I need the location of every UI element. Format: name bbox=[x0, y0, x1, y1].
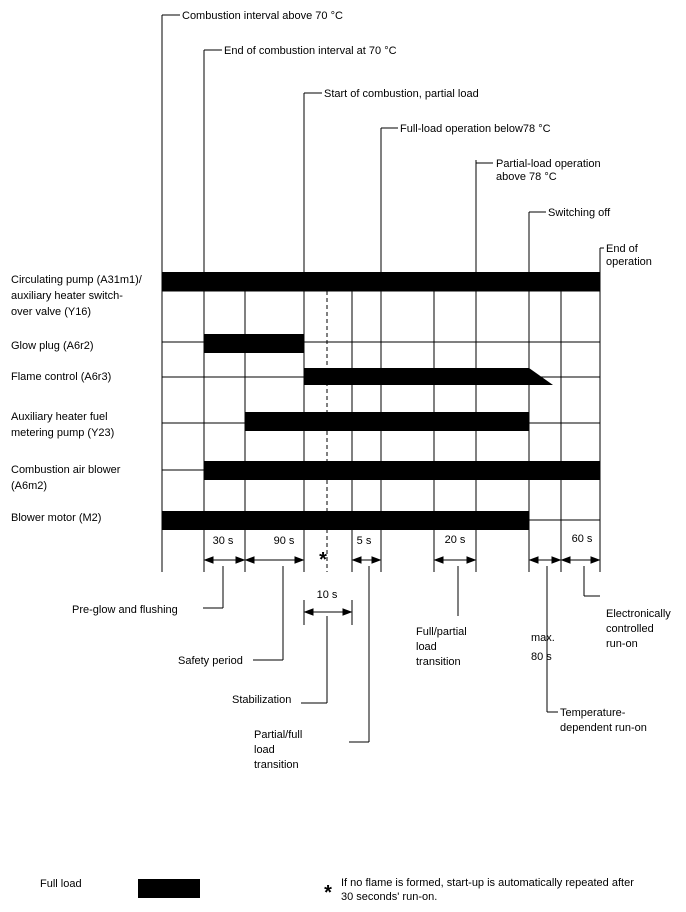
legend-star: * bbox=[324, 882, 332, 904]
bar-glow-plug bbox=[204, 334, 304, 353]
duration-label-30s: 30 s bbox=[213, 535, 234, 547]
row-label-circulating-pump: Circulating pump (A31m1)/auxiliary heate… bbox=[11, 274, 143, 318]
bar-flame-control bbox=[304, 368, 553, 385]
dim-90s-head-right bbox=[294, 556, 305, 564]
dim-5s-head-left bbox=[351, 556, 362, 564]
legend-full-load-swatch bbox=[138, 879, 200, 898]
star-mark: * bbox=[319, 549, 327, 571]
dim-20s-head-right bbox=[466, 556, 477, 564]
dim-10s-head-right bbox=[342, 608, 353, 616]
bar-combustion-air-blower bbox=[204, 461, 600, 480]
duration-label-10s: 10 s bbox=[317, 589, 338, 601]
event-label-end-of-combustion-interval-70: End of combustion interval at 70 °C bbox=[224, 45, 397, 57]
event-label-combustion-interval-above-70: Combustion interval above 70 °C bbox=[182, 10, 343, 22]
phase-label-pre-glow: Pre-glow and flushing bbox=[72, 604, 178, 616]
bar-blower-motor bbox=[162, 511, 529, 530]
dim-20s-head-left bbox=[433, 556, 444, 564]
row-label-combustion-air-blower: Combustion air blower(A6m2) bbox=[11, 464, 121, 492]
row-label-blower-motor: Blower motor (M2) bbox=[11, 512, 101, 524]
dim-5s-head-right bbox=[371, 556, 382, 564]
phase-label-stabilization: Stabilization bbox=[232, 694, 291, 706]
duration-label-20s: 20 s bbox=[445, 534, 466, 546]
duration-label-90s: 90 s bbox=[274, 535, 295, 547]
dim-max80-head-left bbox=[528, 556, 539, 564]
dim-30s-head-right bbox=[235, 556, 246, 564]
dim-10s-head-left bbox=[303, 608, 314, 616]
dim-90s-head-left bbox=[244, 556, 255, 564]
legend-note: If no flame is formed, start-up is autom… bbox=[341, 877, 634, 903]
phase-label-temp-runon: Temperature-dependent run-on bbox=[560, 707, 647, 734]
row-label-glow-plug: Glow plug (A6r2) bbox=[11, 340, 94, 352]
legend-label: Full load bbox=[40, 878, 82, 890]
row-label-flame-control: Flame control (A6r3) bbox=[11, 371, 111, 383]
phase-label-safety: Safety period bbox=[178, 655, 243, 667]
duration-label-60s: 60 s bbox=[572, 533, 593, 545]
duration-label-5s: 5 s bbox=[357, 535, 372, 547]
duration-label-max80: max.80 s bbox=[531, 632, 555, 663]
dim-max80-head-right bbox=[551, 556, 562, 564]
dim-60s-head-left bbox=[560, 556, 571, 564]
bar-circulating-pump bbox=[162, 272, 600, 291]
bar-fuel-metering-pump bbox=[245, 412, 529, 431]
event-label-full-load-below-78: Full-load operation below78 °C bbox=[400, 123, 551, 135]
dim-30s-head-left bbox=[203, 556, 214, 564]
event-label-start-of-combustion-partial: Start of combustion, partial load bbox=[324, 88, 479, 100]
event-label-switching-off: Switching off bbox=[548, 207, 611, 219]
dim-60s-head-right bbox=[590, 556, 601, 564]
